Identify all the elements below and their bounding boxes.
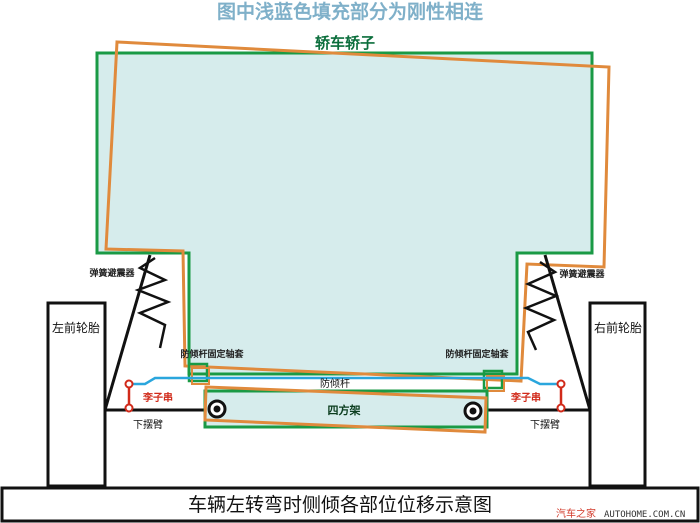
car-body-orange — [104, 40, 611, 383]
left-spring-label: 弹簧避震器 — [89, 267, 135, 279]
left-link-label: 李子串 — [142, 391, 173, 404]
ground-caption-bar — [0, 486, 700, 523]
left-bushing-orange — [191, 367, 210, 385]
left-knuckle-strut — [103, 254, 152, 411]
car-body-green — [95, 51, 594, 376]
right-bushing-orange — [486, 375, 505, 392]
right-link-top-joint — [556, 379, 566, 389]
right-tire-label: 右前轮胎 — [594, 320, 642, 335]
diagram-caption: 车辆左转弯时侧倾各部位位移示意图 — [188, 494, 492, 516]
subframe-label: 四方架 — [328, 403, 361, 417]
left-link-bottom-joint — [124, 403, 134, 413]
right-knuckle-strut — [543, 254, 592, 411]
left-tire-label: 左前轮胎 — [52, 320, 100, 335]
right-arm-label: 下摆臂 — [530, 418, 560, 431]
left-bushing-label: 防倾杆固定轴套 — [180, 348, 244, 360]
right-bushing-green — [482, 369, 504, 390]
right-link-bottom-joint — [556, 403, 566, 413]
watermark-brand: 汽车之家 — [556, 507, 596, 520]
anti-roll-bar — [129, 376, 561, 386]
left-subframe-mount-center — [213, 405, 221, 413]
watermark-site: AUTOHOME.COM.CN — [604, 510, 685, 520]
subframe-orange — [203, 385, 488, 434]
car-body-label: 轿车轿子 — [315, 34, 375, 52]
right-subframe-mount-center — [469, 407, 477, 415]
left-tire — [46, 301, 107, 488]
right-tire — [588, 301, 647, 488]
anti-roll-bar-label: 防倾杆 — [320, 377, 350, 390]
right-bushing-label: 防倾杆固定轴套 — [445, 348, 509, 360]
left-arm-label: 下摆臂 — [133, 418, 163, 431]
left-bushing-green — [187, 362, 209, 383]
diagram-title: 图中浅蓝色填充部分为刚性相连 — [217, 0, 484, 23]
right-spring-icon — [522, 260, 560, 351]
left-link-top-joint — [124, 379, 134, 389]
right-link-label: 李子串 — [510, 391, 541, 404]
right-spring-label: 弹簧避震器 — [559, 268, 605, 280]
left-spring-icon — [134, 256, 172, 349]
